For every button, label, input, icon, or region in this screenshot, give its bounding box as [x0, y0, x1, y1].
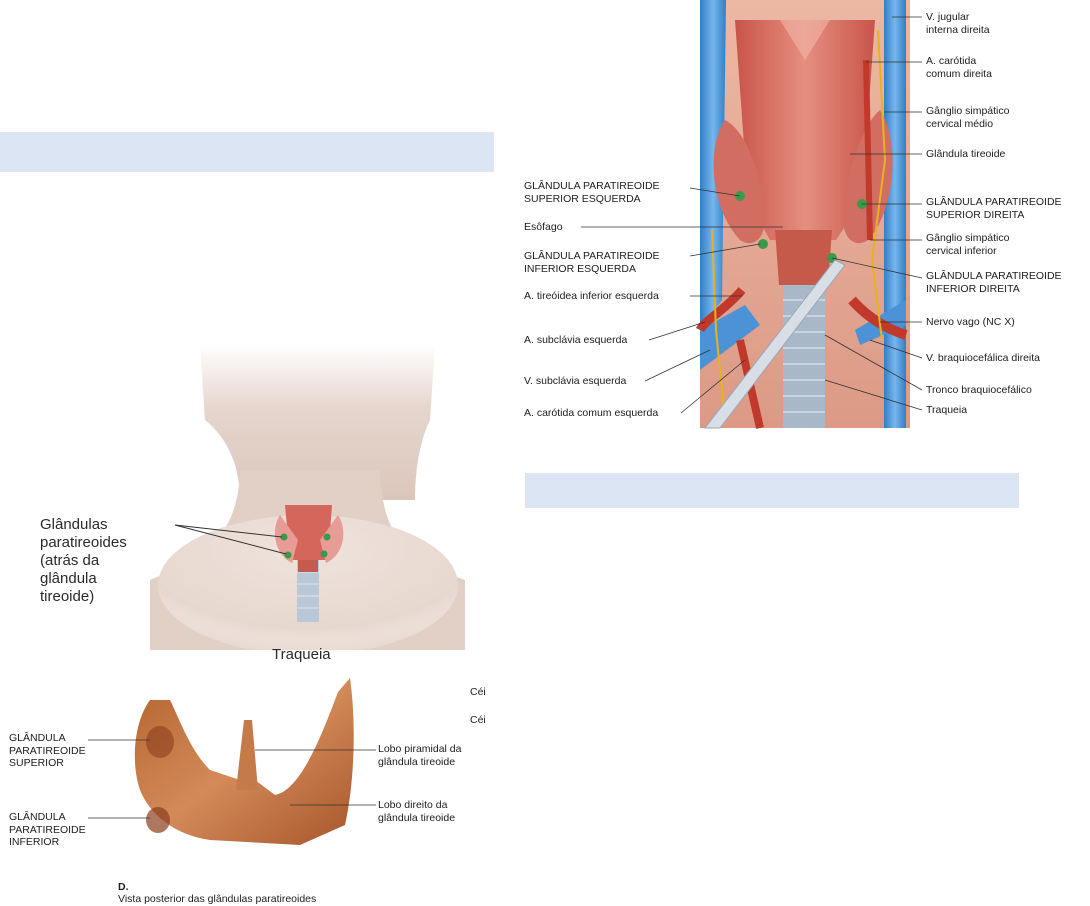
figure-caption: D. Vista posterior das glândulas paratir… [118, 868, 316, 906]
label-trachea-neck: Traqueia [272, 646, 331, 663]
label-common-carotid-left: A. carótida comum esquerda [524, 407, 659, 419]
label-esophagus: Esôfago [524, 221, 563, 233]
label-right-lobe: Lobo direito da glândula tireoide [378, 799, 456, 824]
label-inferior-cervical-ganglion: Gânglio simpático cervical inferior [926, 232, 1010, 257]
label-subclavian-artery-left: A. subclávia esquerda [524, 334, 628, 346]
label-internal-jugular-right: V. jugular interna direita [926, 11, 990, 36]
label-parathyroid-superior-right: GLÂNDULA PARATIREOIDE SUPERIOR DIREITA [926, 196, 1062, 221]
label-subclavian-vein-left: V. subclávia esquerda [524, 375, 627, 387]
label-vagus-nerve: Nervo vago (NC X) [926, 316, 1015, 328]
label-pyramidal-lobe: Lobo piramidal da glândula tireoide [378, 743, 462, 768]
label-brachiocephalic-vein-right: V. braquiocefálica direita [926, 352, 1041, 364]
caption-text: Vista posterior das glândulas paratireoi… [118, 893, 317, 905]
left-highlight-band [0, 132, 494, 172]
label-inferior-thyroid-artery-left: A. tireóidea inferior esquerda [524, 290, 659, 302]
label-middle-cervical-ganglion: Gânglio simpático cervical médio [926, 105, 1010, 130]
label-thyroid-gland: Glândula tireoide [926, 148, 1006, 160]
label-cut-text-2: Céi [470, 714, 486, 726]
label-parathyroid-inferior-right: GLÂNDULA PARATIREOIDE INFERIOR DIREITA [926, 270, 1062, 295]
label-parathyroid-glands: Glândulas paratireoides (atrás da glându… [40, 516, 127, 605]
label-parathyroid-superior-left: GLÂNDULA PARATIREOIDE SUPERIOR ESQUERDA [524, 180, 660, 205]
label-trachea-top: Traqueia [926, 404, 968, 416]
label-superior-parathyroid-specimen: GLÂNDULA PARATIREOIDE SUPERIOR [9, 732, 86, 769]
right-highlight-band [525, 473, 1019, 508]
label-cut-text-1: Céi [470, 686, 486, 698]
label-brachiocephalic-trunk: Tronco braquiocefálico [926, 384, 1032, 396]
label-inferior-parathyroid-specimen: GLÂNDULA PARATIREOIDE INFERIOR [9, 811, 86, 848]
label-common-carotid-right: A. carótida comum direita [926, 55, 992, 80]
label-parathyroid-inferior-left: GLÂNDULA PARATIREOIDE INFERIOR ESQUERDA [524, 250, 660, 275]
caption-letter: D. [118, 880, 129, 893]
